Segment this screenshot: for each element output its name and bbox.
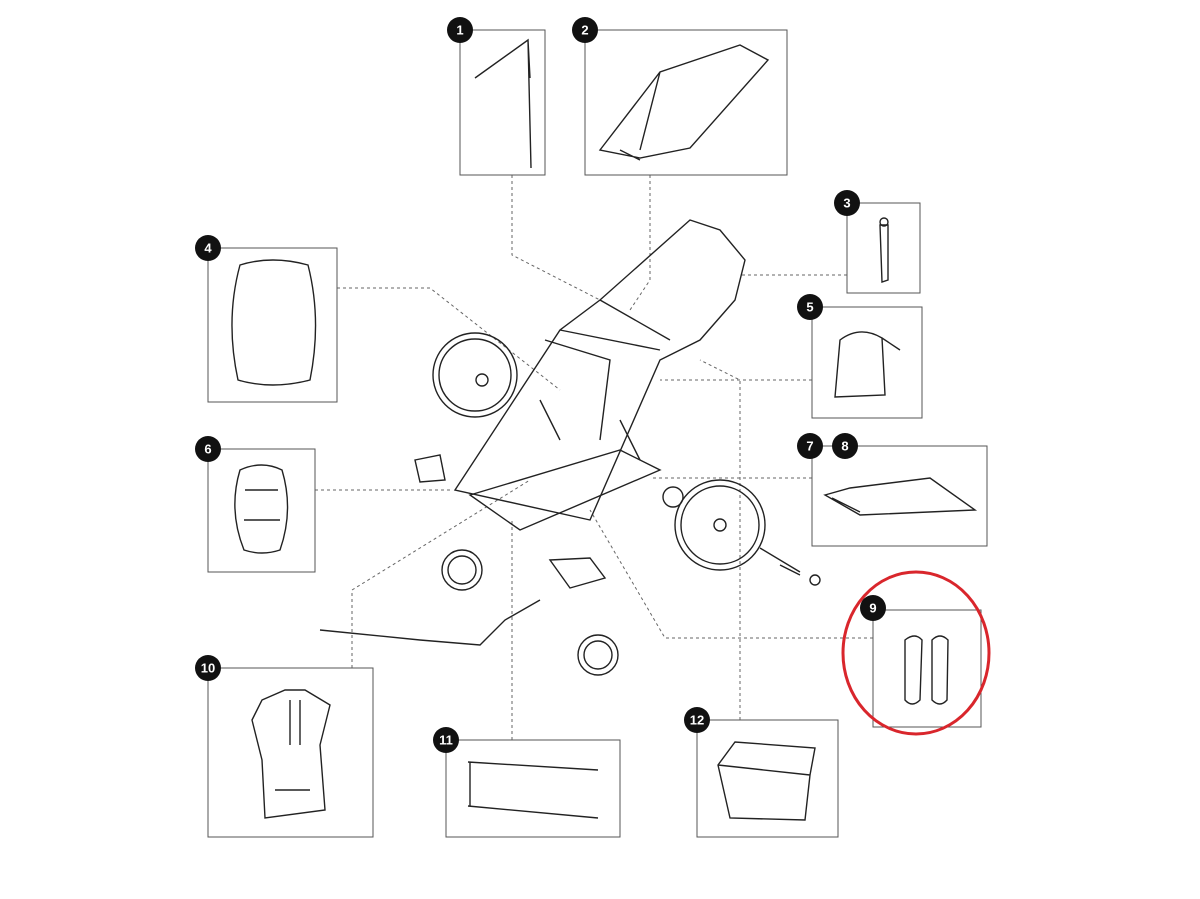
part-7-8-floor-panel[interactable] [811,445,988,547]
part-6-seat-pad[interactable] [207,448,316,573]
badge-1: 1 [447,17,473,43]
badge-8: 8 [832,433,858,459]
badge-5: 5 [797,294,823,320]
badge-2: 2 [572,17,598,43]
svg-text:11: 11 [439,733,453,748]
svg-text:12: 12 [690,713,704,728]
svg-text:8: 8 [841,439,848,454]
part-3-strap[interactable] [846,202,921,294]
badge-11: 11 [433,727,459,753]
svg-text:3: 3 [843,196,850,211]
badge-4: 4 [195,235,221,261]
badge-12: 12 [684,707,710,733]
part-9-side-pads[interactable] [841,570,991,736]
badge-9: 9 [860,595,886,621]
svg-text:7: 7 [806,439,813,454]
svg-text:6: 6 [204,442,211,457]
part-12-storage-box[interactable] [696,719,839,838]
badge-10: 10 [195,655,221,681]
highlight-circle [841,570,991,736]
badge-3: 3 [834,190,860,216]
part-11-frame-bars[interactable] [445,739,621,838]
part-5-storage-bag[interactable] [811,306,923,419]
svg-text:5: 5 [806,300,813,315]
badge-7: 7 [797,433,823,459]
leader-lines [315,175,873,740]
svg-text:1: 1 [456,23,463,38]
part-4-rain-cover[interactable] [207,247,338,403]
badge-6: 6 [195,436,221,462]
part-2-sun-canopy[interactable] [584,29,788,176]
svg-text:9: 9 [869,601,876,616]
svg-text:4: 4 [204,241,212,256]
stroller-frame-illustration [319,219,821,676]
part-1-safety-flag[interactable] [459,29,546,176]
part-10-seat-insert[interactable] [207,667,374,838]
svg-text:10: 10 [201,661,215,676]
svg-text:2: 2 [581,23,588,38]
